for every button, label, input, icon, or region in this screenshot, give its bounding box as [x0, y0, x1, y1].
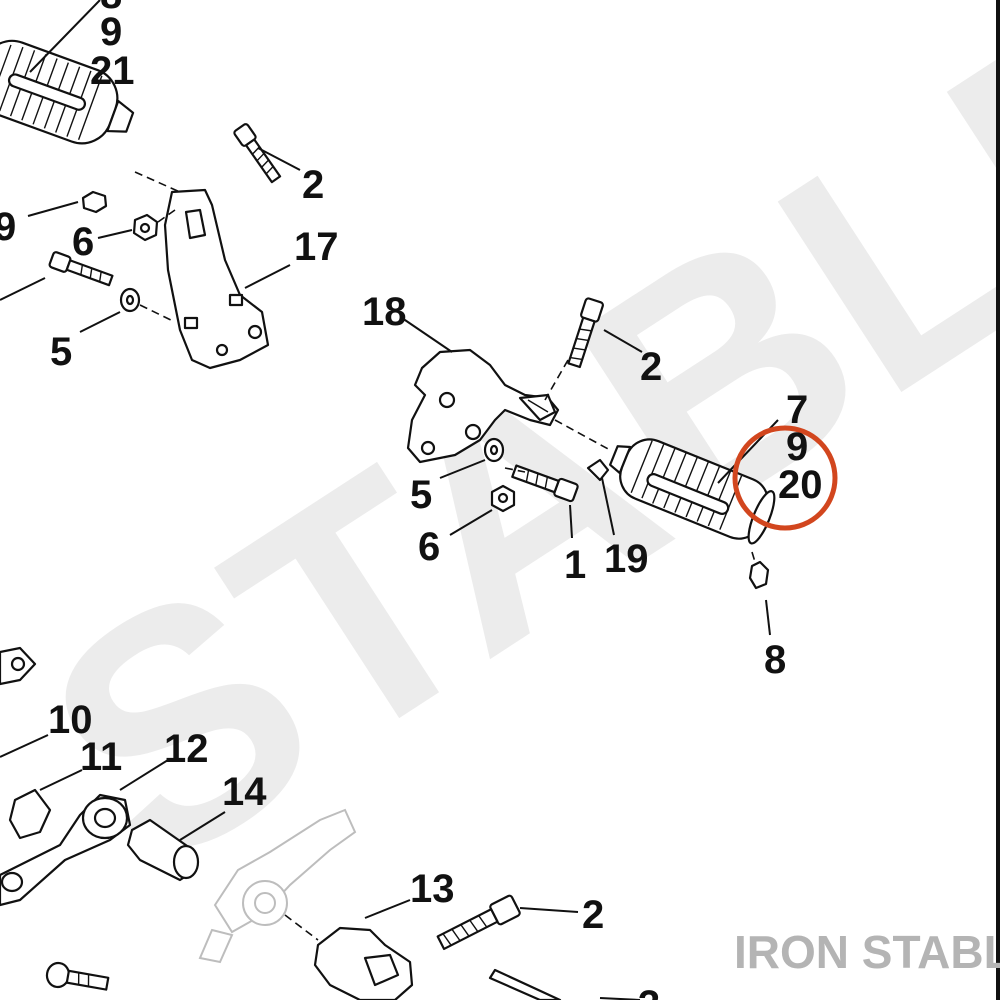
- clevis-13: [284, 899, 414, 1000]
- label-2-mid: 2: [640, 345, 662, 389]
- label-18: 18: [362, 290, 407, 334]
- threaded-rod: [488, 968, 641, 1000]
- label-12: 12: [164, 727, 209, 771]
- highlight-circle: [732, 425, 838, 531]
- label-2-tl: 2: [302, 163, 324, 207]
- label-13: 13: [410, 867, 455, 911]
- bolt-1: [511, 464, 579, 503]
- bushing-14: [126, 811, 226, 882]
- label-9-left: 9: [0, 205, 16, 249]
- label-8-top: 8: [100, 0, 122, 17]
- label-7: 7: [786, 388, 808, 432]
- label-20: 20: [778, 463, 823, 507]
- bolt-bottom-3: [45, 961, 110, 991]
- leader-18: [401, 317, 453, 353]
- footpeg-grip-mid: [609, 438, 776, 545]
- washer-left-5: [79, 287, 176, 333]
- grease-fitting-8: [748, 551, 771, 636]
- top-left-assembly: [0, 0, 301, 370]
- leader-mid-2: [603, 329, 643, 353]
- nut-left-9: [27, 190, 108, 217]
- watermark: STABLE: [0, 0, 1000, 939]
- bolt-mid: [567, 297, 604, 369]
- right-edge-bar: [996, 0, 1000, 1000]
- label-1: 1: [564, 543, 586, 587]
- label-21: 21: [90, 49, 135, 93]
- label-19: 19: [604, 537, 649, 581]
- bottom-assembly: [0, 646, 641, 1000]
- label-14: 14: [222, 770, 267, 814]
- leader-tl-2: [257, 147, 301, 171]
- shift-arm-12: [0, 759, 169, 907]
- bolt-bottom-left: [0, 646, 37, 686]
- label-3-bot: 3: [638, 983, 660, 1000]
- washer-mid-5: [439, 437, 505, 479]
- bushing-11: [8, 769, 83, 840]
- label-8-mid: 8: [764, 638, 786, 682]
- label-6-left: 6: [72, 220, 94, 264]
- bolt-left: [48, 251, 114, 287]
- label-17: 17: [294, 225, 339, 269]
- bracket-17: [163, 188, 291, 370]
- bolt-top: [233, 123, 282, 184]
- part-19: [586, 458, 615, 536]
- nut-mid-6: [449, 484, 516, 536]
- label-9-top: 9: [100, 10, 122, 54]
- label-6-mid: 6: [418, 525, 440, 569]
- bolt-bottom-2: [436, 894, 521, 951]
- callout-labels: 8 9 21 2 9 6 17 5 18 2 7 9 20 5 6 1 19 8…: [0, 0, 823, 1000]
- label-5-mid: 5: [410, 473, 432, 517]
- label-10: 10: [48, 698, 93, 742]
- label-11: 11: [80, 735, 122, 779]
- leader-17: [244, 264, 291, 289]
- bracket-18: [401, 317, 560, 464]
- brand-watermark: IRON STABLE: [734, 926, 1000, 978]
- leader-top: [29, 0, 101, 73]
- footpeg-grip-top: [0, 39, 135, 145]
- shift-lever-faint: [198, 808, 357, 964]
- label-5-left: 5: [50, 330, 72, 374]
- middle-assembly: [401, 297, 838, 636]
- watermark-text: STABLE: [0, 0, 1000, 939]
- label-9-mid: 9: [786, 425, 808, 469]
- nut-left-6: [97, 209, 176, 242]
- label-2-bot: 2: [582, 893, 604, 937]
